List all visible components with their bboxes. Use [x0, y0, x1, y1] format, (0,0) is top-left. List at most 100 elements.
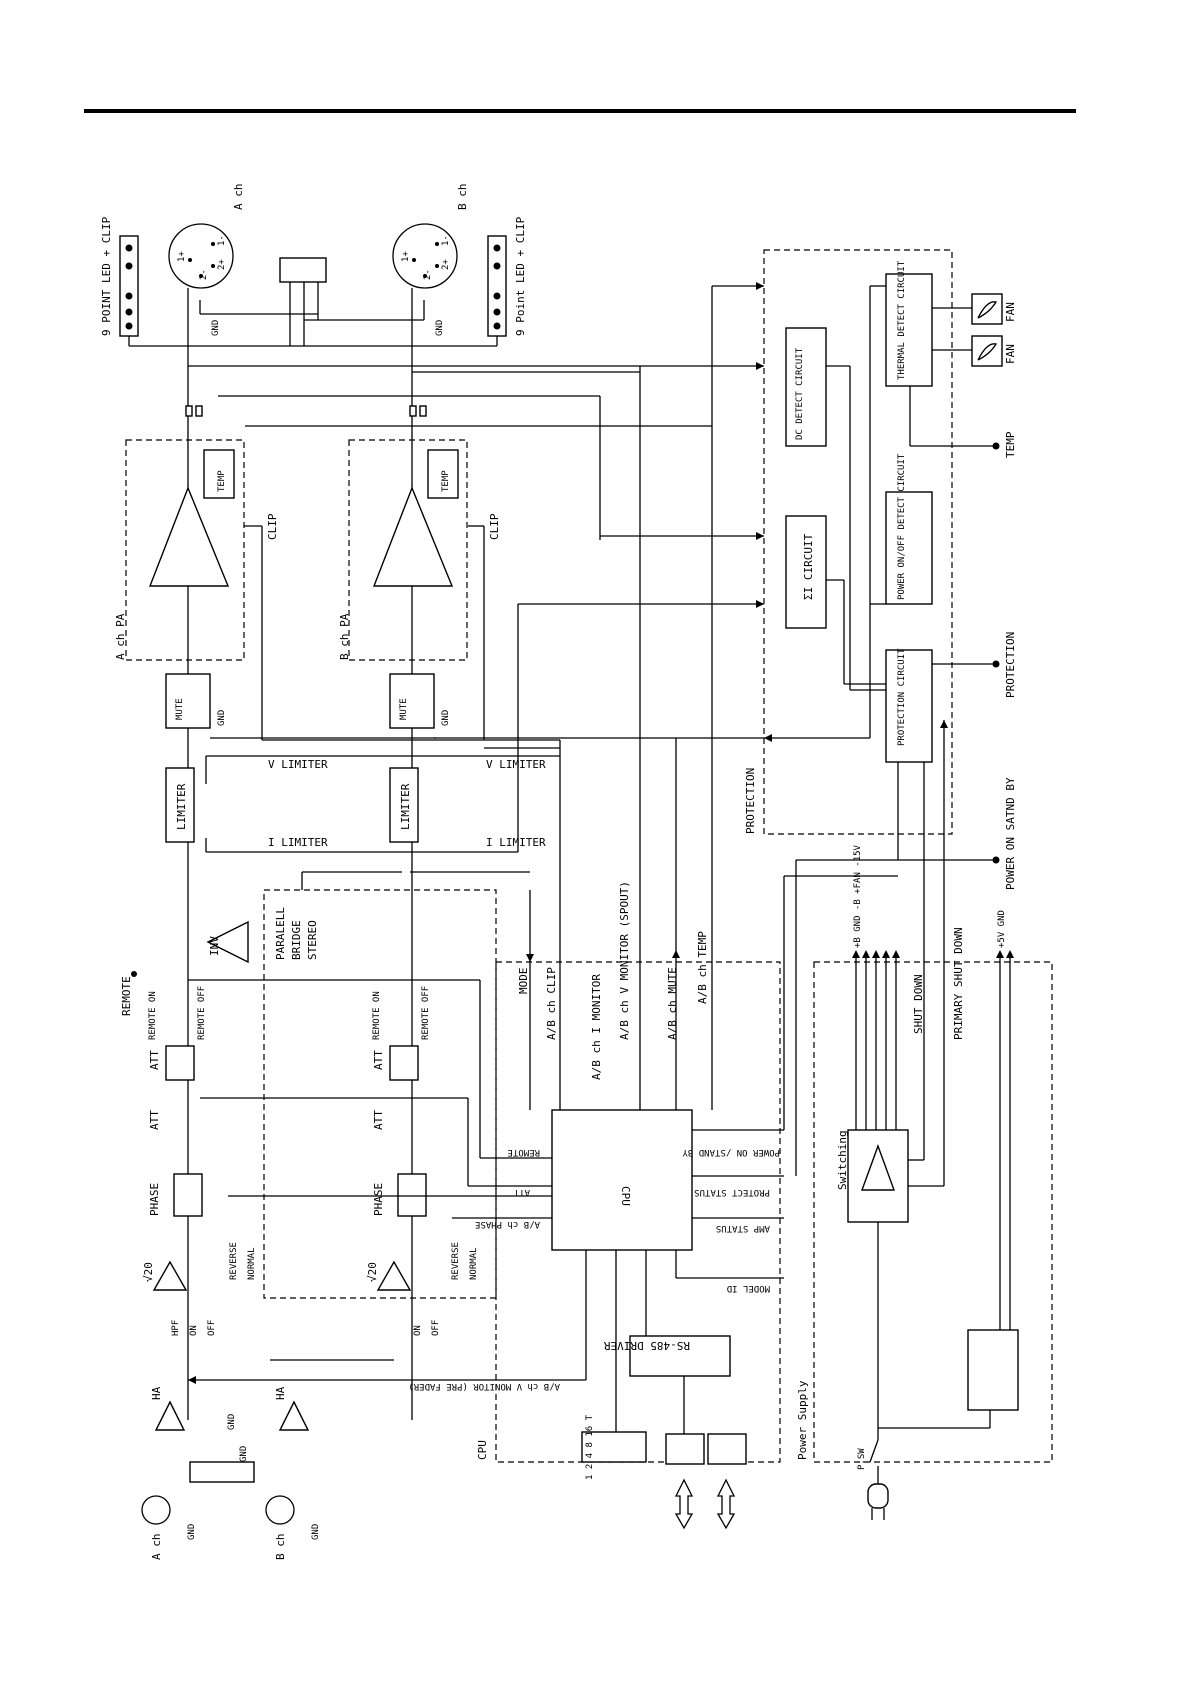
fan-2 — [971, 335, 1003, 367]
a-ha-label: HA — [150, 1386, 163, 1400]
power-detect-circuit — [885, 491, 933, 605]
switching-label: Switching — [836, 1130, 849, 1190]
b-temp-sensor — [427, 449, 459, 499]
inv-label: INV — [208, 936, 221, 956]
rs485-port-b — [707, 1433, 747, 1465]
b-ch-output-label: B ch — [456, 184, 469, 211]
vmon-pre-label: A/B ch V MONITOR (PRE FADER) — [408, 1381, 560, 1391]
temp-out-label: TEMP — [1004, 431, 1017, 458]
a-head-amp — [154, 1400, 186, 1431]
stereo-label: STEREO — [306, 920, 319, 960]
thermal-detect-circuit — [885, 273, 933, 387]
ab-mute-label: A/B ch MUTE — [666, 967, 679, 1040]
b-root20-label: √20 — [366, 1262, 379, 1282]
protection-section — [763, 249, 953, 835]
model-id-label: MODEL ID — [727, 1283, 770, 1293]
a-mute-label: MUTE — [175, 698, 185, 720]
b-att-label: ATT — [372, 1050, 385, 1070]
protect-status-label: PROTECT STATUS — [694, 1187, 770, 1197]
svg-text:1-: 1- — [441, 235, 451, 246]
b-normal-label: NORMAL — [469, 1247, 479, 1280]
mode-label: MODE — [517, 968, 530, 995]
inv-amp — [206, 920, 249, 964]
protection-section-label: PROTECTION — [744, 768, 757, 834]
b-ch-pa-section — [348, 439, 468, 661]
a-att2-label: ATT — [148, 1110, 161, 1130]
power-switch — [869, 1439, 879, 1463]
a-ch-pa-section — [125, 439, 245, 661]
rs485-label: RS-485 DRIVER — [604, 1339, 690, 1352]
dc-detect-label: DC DETECT CIRCUIT — [795, 347, 805, 440]
dip-switch — [581, 1431, 647, 1463]
cpu-section-label: CPU — [476, 1440, 489, 1460]
a-remote-off-label: REMOTE OFF — [197, 986, 207, 1040]
a-temp-sensor — [203, 449, 235, 499]
input-link-connector — [189, 1461, 255, 1483]
svg-text:1+: 1+ — [177, 251, 187, 262]
fan-1 — [971, 293, 1003, 325]
parallel-label: PARALELL — [274, 907, 287, 960]
gnd-b-out: GND — [435, 320, 445, 336]
amp-status-label: AMP STATUS — [716, 1223, 770, 1233]
primary-shut-down-label: PRIMARY SHUT DOWN — [952, 927, 965, 1040]
b-pa-label: B ch PA — [338, 613, 351, 660]
fan-1-label: FAN — [1004, 302, 1017, 322]
rails2-label: +5V GND — [997, 910, 1007, 948]
b-led-label: 9 Point LED + CLIP — [514, 216, 527, 336]
svg-text:1+: 1+ — [401, 251, 411, 262]
hpf-label: HPF — [171, 1320, 181, 1336]
b-phase-label: PHASE — [372, 1183, 385, 1216]
a-root20-label: √20 — [142, 1262, 155, 1282]
sigma-i-circuit — [785, 515, 827, 629]
a-att-label: ATT — [148, 1050, 161, 1070]
sigma-i-label: ΣI CIRCUIT — [802, 533, 815, 600]
svg-text:2-: 2- — [423, 269, 433, 280]
b-mute-box — [389, 673, 435, 729]
b-att-box — [389, 1045, 419, 1081]
bridge-connector — [279, 257, 327, 283]
thermal-label: THERMAL DETECT CIRCUIT — [897, 260, 907, 380]
gnd-mute-b: GND — [441, 710, 451, 726]
b-remote-off-label: REMOTE OFF — [421, 986, 431, 1040]
b-limiter-label: LIMITER — [399, 783, 412, 830]
power-supply-label: Power Supply — [796, 1380, 809, 1460]
b-att2-label: ATT — [372, 1110, 385, 1130]
ab-clip-label: A/B ch CLIP — [545, 967, 558, 1040]
a-input-xlr — [141, 1495, 171, 1525]
a-limiter-label: LIMITER — [175, 783, 188, 830]
b-v-limiter-label: V LIMITER — [486, 758, 546, 771]
ab-phase-label: A/B ch PHASE — [475, 1219, 540, 1229]
a-v-limiter-label: V LIMITER — [268, 758, 328, 771]
svg-text:2+: 2+ — [217, 259, 227, 270]
b-limiter-box — [389, 767, 419, 843]
bridge-label: BRIDGE — [290, 920, 303, 960]
gnd-a-out: GND — [211, 320, 221, 336]
a-remote-on-label: REMOTE ON — [148, 991, 158, 1040]
b-hpf-on-label: ON — [413, 1325, 423, 1336]
a-phase-box — [173, 1173, 203, 1217]
cpu-label: CPU — [619, 1186, 632, 1206]
power-on-standby-label: POWER ON /STAND BY — [682, 1147, 780, 1157]
a-hpf-off-label: OFF — [207, 1320, 217, 1336]
power-supply-section — [813, 961, 1053, 1463]
protection-circuit-label: PROTECTION CIRCUIT — [897, 648, 907, 746]
remote-label: REMOTE — [120, 976, 133, 1016]
b-phase-box — [397, 1173, 427, 1217]
dc-detect-circuit — [785, 327, 827, 447]
a-hpf-on-label: ON — [189, 1325, 199, 1336]
a-clip-label: CLIP — [266, 513, 279, 540]
b-input-label: B ch — [274, 1534, 287, 1561]
rs485-arrow-b — [716, 1478, 736, 1530]
b-ha-label: HA — [274, 1386, 287, 1400]
ab-temp-label: A/B ch TEMP — [696, 931, 709, 1004]
svg-text:1-: 1- — [217, 235, 227, 246]
svg-text:2+: 2+ — [441, 259, 451, 270]
cpu-block — [551, 1109, 693, 1251]
ab-vmon-label: A/B ch V MONITOR (SPOUT) — [618, 881, 631, 1040]
a-att-box — [165, 1045, 195, 1081]
fan-2-label: FAN — [1004, 344, 1017, 364]
a-reverse-label: REVERSE — [229, 1242, 239, 1280]
gnd-input-a: GND — [227, 1414, 237, 1430]
rs485-driver — [629, 1335, 731, 1377]
b-temp-label: TEMP — [441, 470, 451, 492]
